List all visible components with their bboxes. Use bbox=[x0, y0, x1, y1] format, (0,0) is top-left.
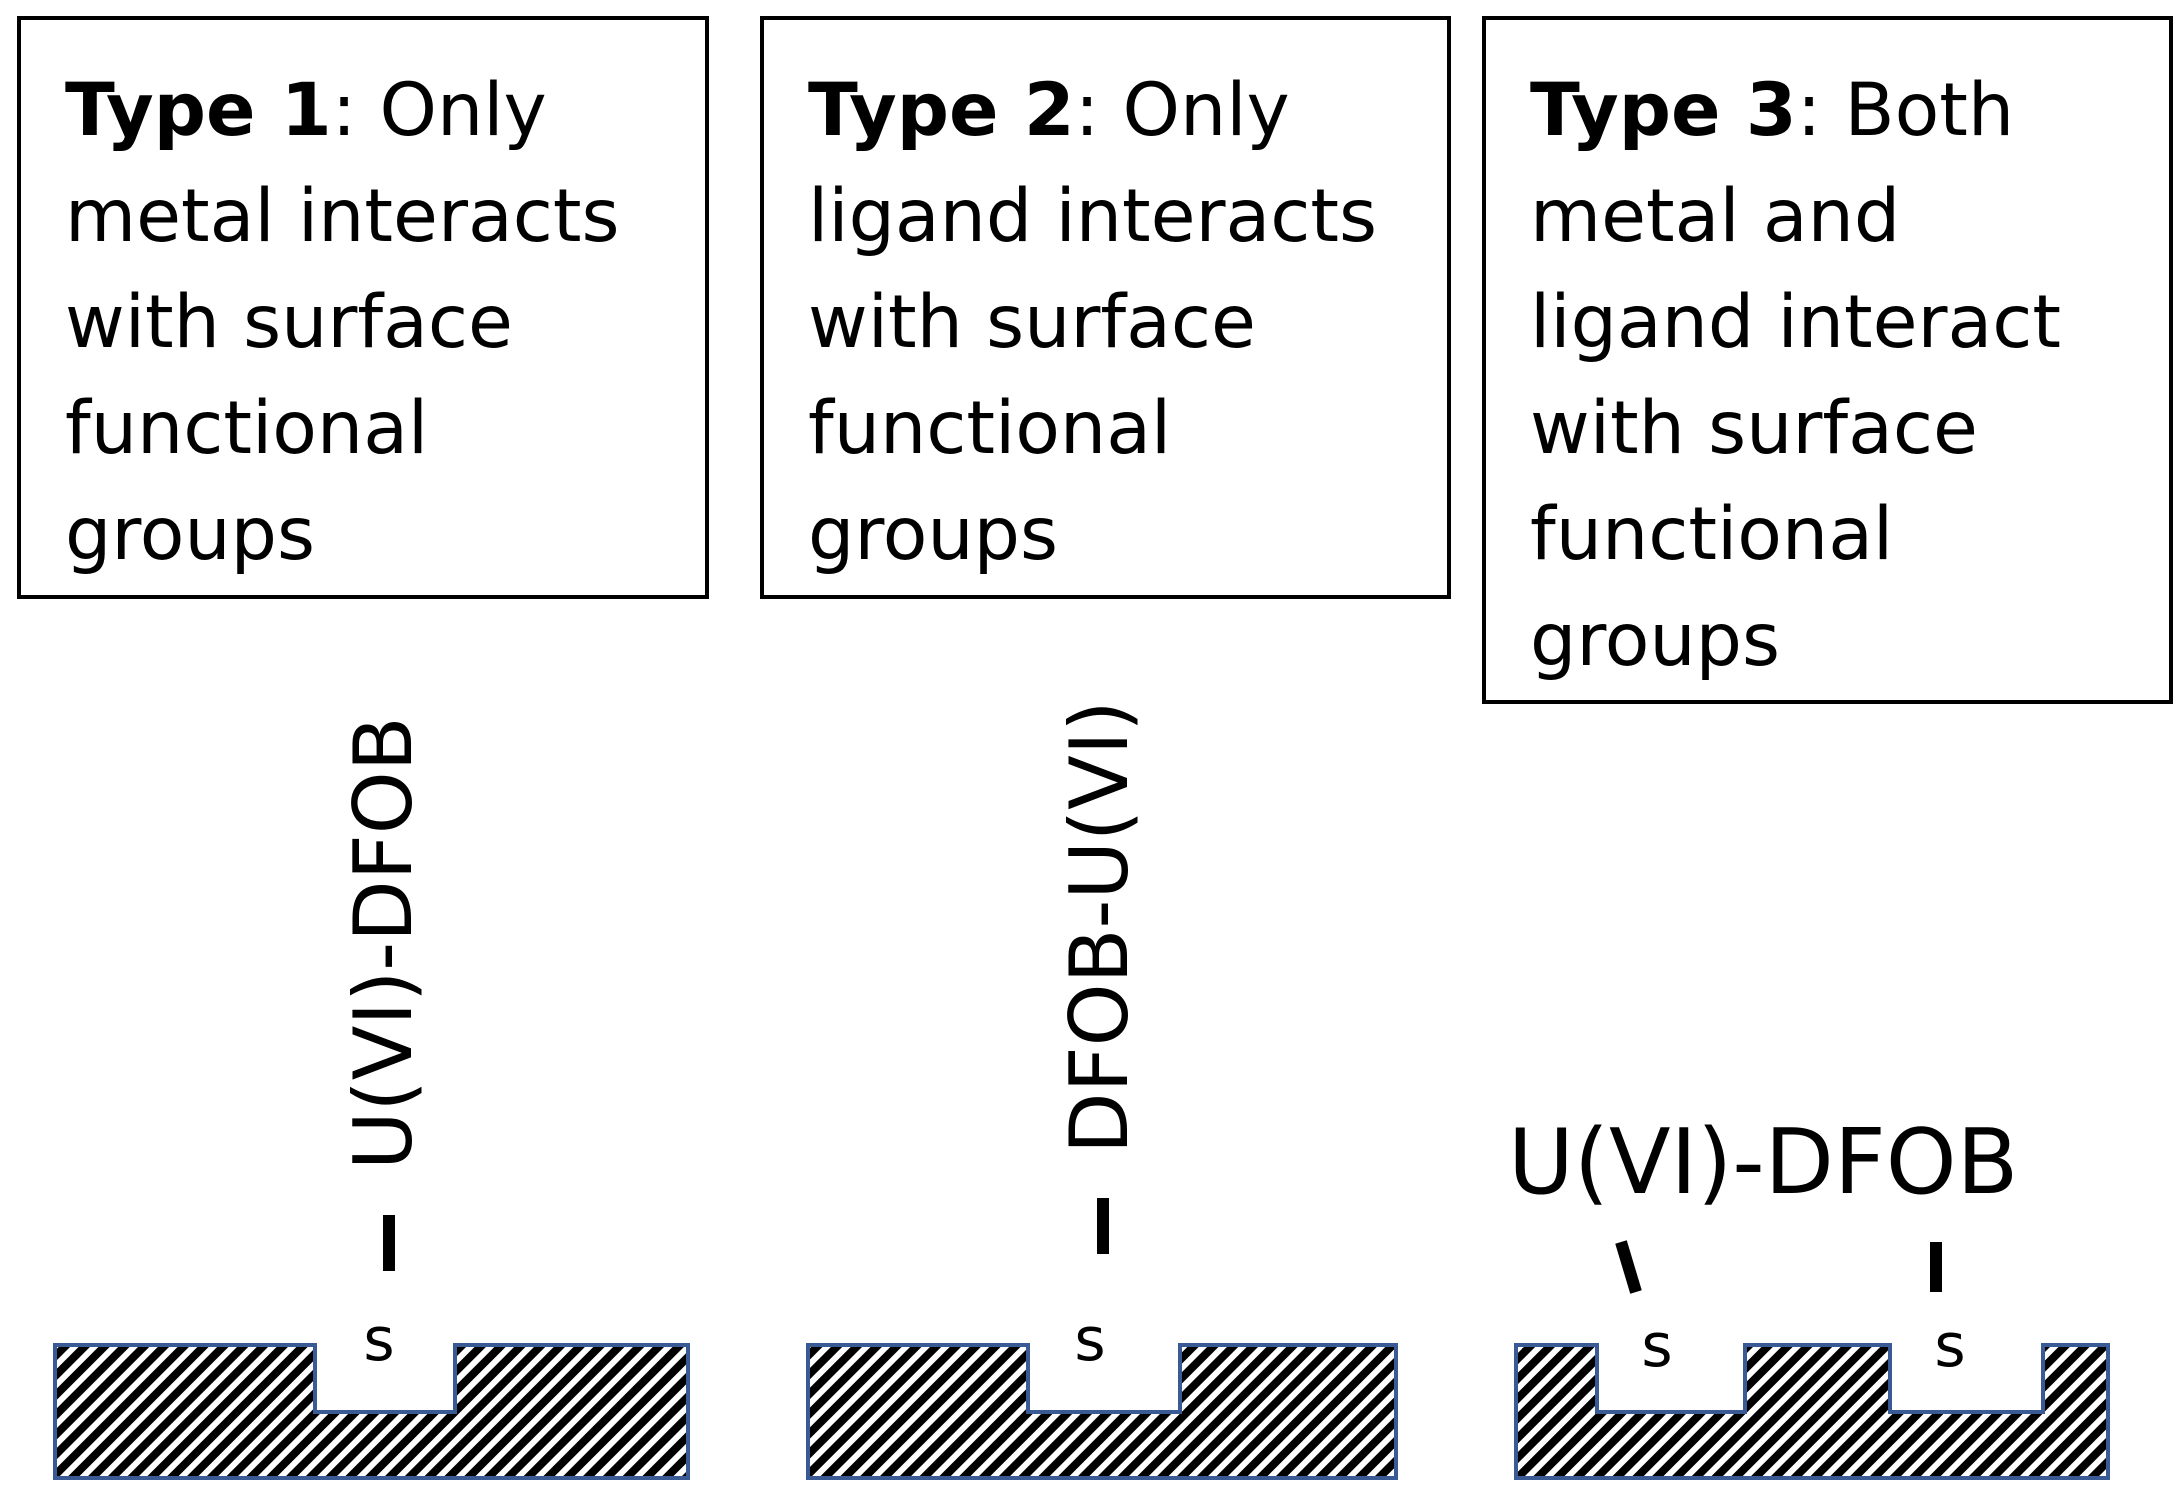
type-3-bond-left bbox=[1615, 1240, 1642, 1294]
type-1-surface bbox=[53, 1343, 690, 1480]
type-3-description: : Both metal and ligand interact with su… bbox=[1530, 68, 2062, 683]
type-1-description: : Only metal interacts with surface func… bbox=[65, 68, 620, 577]
type-2-surface bbox=[806, 1343, 1398, 1480]
type-2-box: Type 2: Only ligand interacts with surfa… bbox=[760, 16, 1451, 599]
type-1-site-label: s bbox=[363, 1305, 394, 1375]
type-2-site-label: s bbox=[1074, 1305, 1105, 1375]
type-3-box: Type 3: Both metal and ligand interact w… bbox=[1482, 16, 2173, 704]
type-3-title: Type 3 bbox=[1530, 68, 1797, 153]
type-3-site-label-left: s bbox=[1641, 1311, 1672, 1381]
type-2-title: Type 2 bbox=[808, 68, 1075, 153]
type-1-title: Type 1 bbox=[65, 68, 332, 153]
type-2-description: : Only ligand interacts with surface fun… bbox=[808, 68, 1378, 577]
type-3-surface bbox=[1514, 1343, 2110, 1480]
type-3-site-label-right: s bbox=[1934, 1311, 1965, 1381]
type-3-complex-label: U(VI)-DFOB bbox=[1508, 1110, 2019, 1215]
type-1-box: Type 1: Only metal interacts with surfac… bbox=[17, 16, 709, 599]
